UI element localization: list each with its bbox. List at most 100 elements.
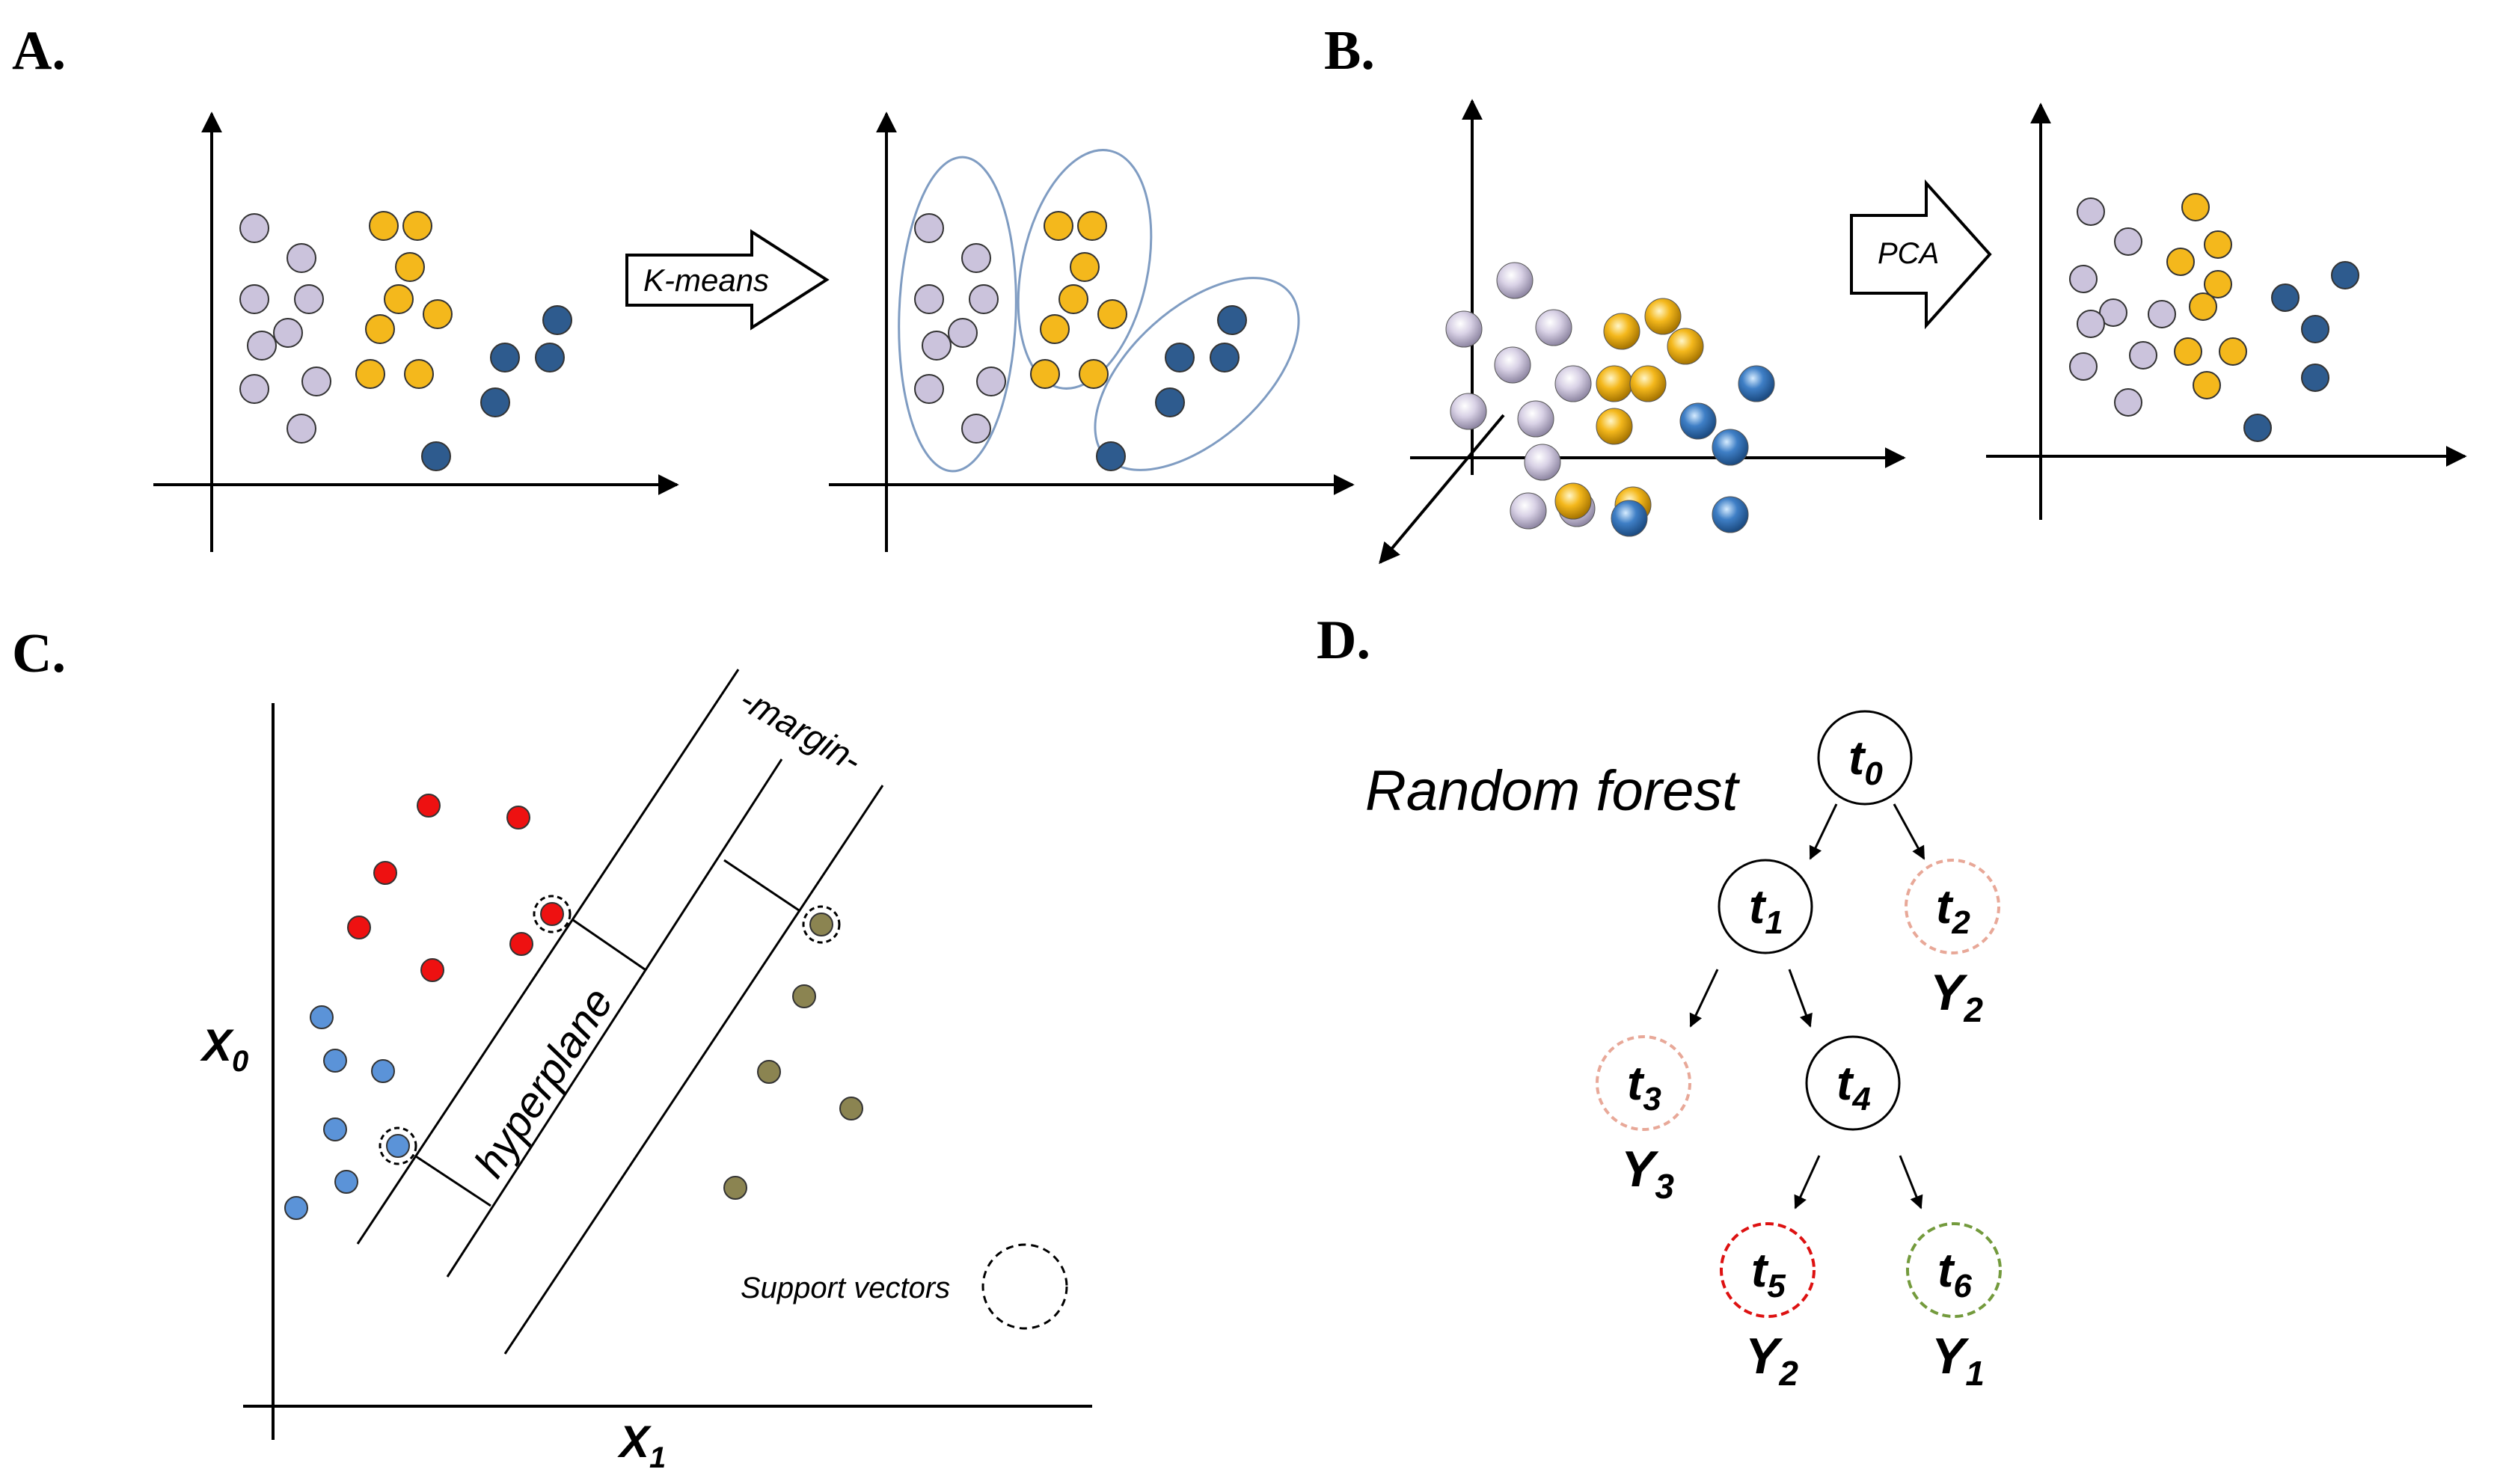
- tree-edge: [1809, 803, 1838, 860]
- margin-tick-2: [415, 1155, 491, 1207]
- kmeans-output-plot: [829, 111, 1355, 552]
- data-point: [2114, 227, 2142, 256]
- panel-label-c: C.: [12, 623, 66, 684]
- data-point: [969, 284, 999, 314]
- y-axis-label: X0: [200, 1020, 248, 1078]
- sphere-point: [1450, 393, 1487, 430]
- tree-node-sub: 1: [1765, 904, 1783, 941]
- data-point: [2301, 364, 2329, 392]
- data-point: [490, 343, 520, 372]
- tree-node-outcome: Y2: [1930, 964, 1983, 1029]
- data-point: [2331, 261, 2359, 289]
- data-point: [417, 794, 441, 818]
- data-point: [323, 1117, 347, 1141]
- margin-tick-1: [572, 919, 646, 971]
- random-forest-title: Random forest: [1365, 759, 1740, 823]
- pca-arrow: PCA: [1850, 179, 1992, 330]
- sphere-point: [1510, 492, 1547, 530]
- sphere-point: [1738, 365, 1775, 402]
- tree-node-outcome: Y3: [1621, 1141, 1674, 1206]
- data-point: [2243, 414, 2272, 442]
- margin-tick-3: [723, 859, 800, 912]
- data-point: [948, 318, 978, 348]
- sphere-point: [1517, 400, 1554, 438]
- panel-label-a: A.: [12, 20, 66, 82]
- data-point: [509, 932, 533, 956]
- y-axis-label-sub: 0: [232, 1045, 248, 1078]
- tree-node-outcome-sub: 3: [1655, 1167, 1674, 1206]
- data-point: [284, 1196, 308, 1220]
- sphere-point: [1667, 328, 1704, 365]
- data-point: [247, 331, 277, 361]
- data-point: [2219, 337, 2247, 366]
- data-point: [961, 414, 991, 444]
- tree-node-sub: 4: [1851, 1081, 1870, 1117]
- tree-node-circle: [1906, 1222, 2002, 1318]
- margin-line-left: [356, 669, 740, 1245]
- data-point: [914, 284, 944, 314]
- sphere-point: [1494, 346, 1531, 384]
- x-axis-label: X1: [617, 1417, 666, 1474]
- data-point: [2114, 388, 2142, 417]
- data-point: [404, 359, 434, 389]
- cluster-ellipse-2: [1017, 149, 1153, 390]
- data-point: [369, 211, 399, 241]
- data-point: [301, 367, 331, 396]
- tree-node-outcome-sub: 2: [1963, 990, 1983, 1029]
- data-point: [2069, 265, 2098, 293]
- data-point: [294, 284, 324, 314]
- tree-node-circle: [1720, 1222, 1816, 1318]
- data-point: [1070, 252, 1100, 282]
- hyperplane-label: hyperplane: [465, 979, 622, 1186]
- tree-node-outcome: Y2: [1745, 1328, 1798, 1393]
- tree-node-circle: [1596, 1035, 1691, 1131]
- data-point: [1044, 211, 1073, 241]
- data-point: [922, 331, 952, 361]
- data-point: [757, 1060, 781, 1084]
- margin-label: -margin-: [733, 680, 868, 781]
- data-point: [2204, 230, 2232, 259]
- data-point: [2077, 197, 2105, 226]
- data-point: [976, 367, 1006, 396]
- data-point: [540, 902, 564, 926]
- support-vectors-legend-ring: [981, 1243, 1068, 1330]
- tree-node-circle: [1905, 859, 2000, 954]
- data-point: [347, 916, 371, 939]
- tree-node-sub: 5: [1767, 1268, 1786, 1304]
- hyperplane-line: [446, 758, 783, 1278]
- data-point: [2189, 292, 2217, 321]
- sphere-point: [1496, 262, 1534, 299]
- tree-node-circle: [1718, 859, 1813, 954]
- data-point: [1077, 211, 1107, 241]
- depth-axis: [1379, 414, 1505, 565]
- data-point: [421, 441, 451, 471]
- panel-c: -margin- hyperplane Support vectors X0 X…: [200, 669, 1092, 1474]
- data-point: [402, 211, 432, 241]
- data-point: [2174, 337, 2202, 366]
- data-point: [723, 1176, 747, 1200]
- panel-label-d: D.: [1317, 610, 1370, 671]
- tree-edge: [1893, 803, 1925, 860]
- sphere-point: [1629, 365, 1667, 402]
- data-point: [2193, 371, 2221, 399]
- tree-node-circle: [1805, 1035, 1901, 1131]
- sphere-point: [1712, 496, 1749, 533]
- cluster-ellipse-1: [898, 156, 1017, 473]
- data-point: [373, 861, 397, 885]
- data-point: [273, 318, 303, 348]
- tree-node-sub: 3: [1643, 1081, 1661, 1117]
- data-point: [2099, 298, 2127, 327]
- data-point: [535, 343, 565, 372]
- data-point: [2204, 270, 2232, 298]
- tree-node-outcome: Y1: [1931, 1328, 1985, 1393]
- kmeans-arrow: K-means: [625, 229, 830, 331]
- data-point: [2181, 193, 2210, 221]
- tree-node-sub: 2: [1951, 904, 1970, 941]
- data-point: [384, 284, 414, 314]
- data-point: [1040, 314, 1070, 344]
- data-point: [839, 1097, 863, 1120]
- data-point: [809, 913, 833, 936]
